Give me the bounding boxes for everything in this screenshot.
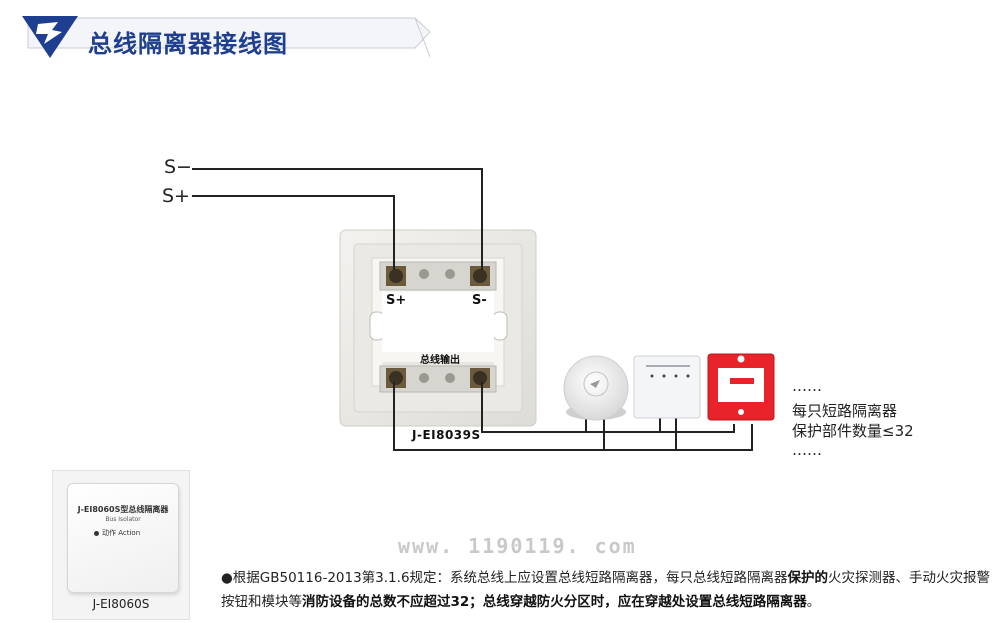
bus-wires [192, 168, 753, 451]
bullet-icon: ● [221, 570, 233, 586]
device-image: J-EI8060S型总线隔离器 Bus Isolator 动作 Action [67, 483, 179, 593]
device-title: J-EI8060S型总线隔离器 [77, 505, 169, 514]
page-title: 总线隔离器接线图 [88, 30, 288, 58]
standard-text: ●根据GB50116-2013第3.1.6规定：系统总线上应设置总线短路隔离器，… [221, 566, 1001, 614]
isolator-housing [339, 229, 537, 427]
title-banner [22, 16, 430, 59]
product-card: J-EI8060S型总线隔离器 Bus Isolator 动作 Action J… [52, 470, 190, 620]
bus-output-label: 总线输出 [420, 355, 460, 366]
standard-part-1: 根据GB50116-2013第3.1.6规定：系统总线上应设置总线短路隔离器，每… [232, 570, 788, 586]
indicator-dot-icon [94, 530, 99, 536]
device-action-label: 动作 Action [102, 529, 141, 537]
terminal-minus-label: S- [472, 293, 487, 308]
bus-plus-label: S+ [162, 185, 190, 207]
bus-minus-label: S− [164, 156, 192, 178]
note-line-2: 保护部件数量≤32 [792, 422, 914, 440]
terminal-block-top [379, 261, 497, 291]
note-dots-top: …… [792, 377, 822, 395]
product-model-label: J-EI8060S [92, 597, 150, 611]
isolator-model-label: J-EI8039S [412, 428, 481, 442]
note-line-1: 每只短路隔离器 [792, 402, 898, 420]
terminal-plus-label: S+ [386, 293, 407, 308]
device-subtitle: Bus Isolator [105, 516, 141, 523]
terminal-block-bottom [379, 365, 497, 393]
smoke-detector [563, 355, 629, 421]
standard-bold-1: 保护的 [787, 570, 829, 586]
manual-call-point [707, 353, 775, 421]
logo-icon [36, 22, 62, 44]
standard-bold-2: 消防设备的总数不应超过32；总线穿越防火分区时，应在穿越处设置总线短路隔离器 [302, 594, 807, 610]
watermark: www. 1190119. com [398, 534, 637, 558]
note-dots-bottom: …… [792, 441, 822, 459]
standard-part-2: 火灾探测器、手动火灾报警按钮和模块等 [221, 570, 991, 610]
device-action: 动作 Action [94, 528, 140, 538]
input-module [633, 355, 701, 419]
standard-end: 。 [806, 594, 821, 610]
